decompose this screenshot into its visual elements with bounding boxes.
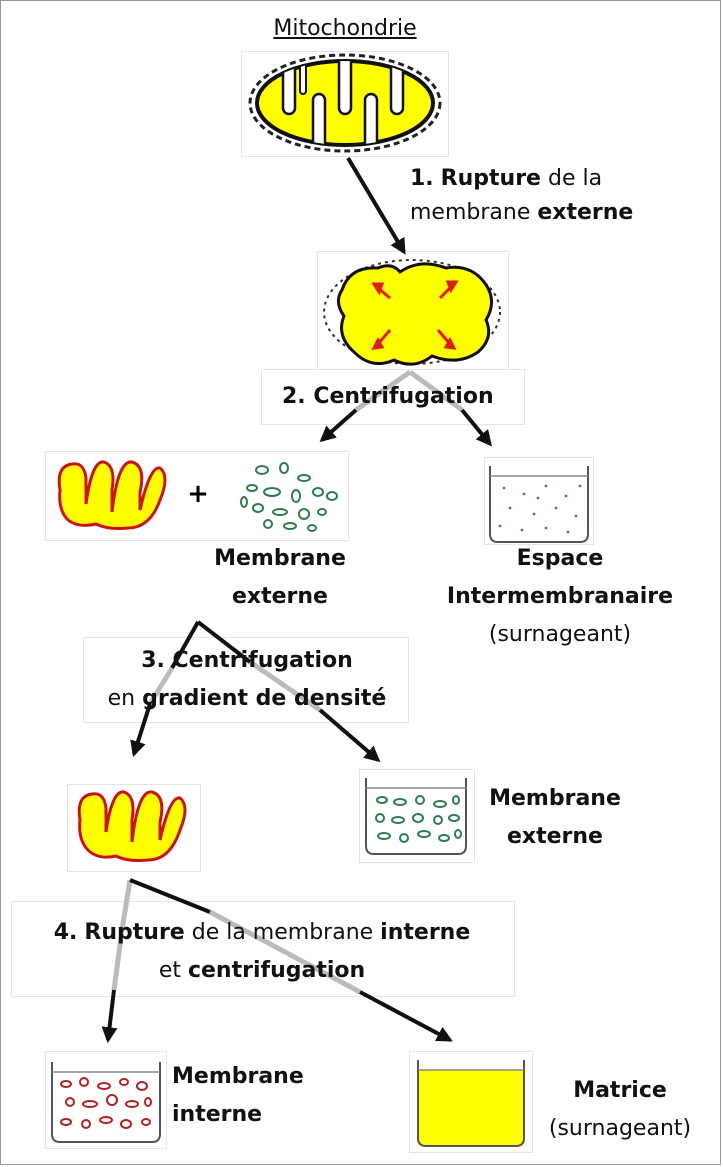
label-espace-a: Espace bbox=[516, 546, 604, 571]
arrows-step3 bbox=[130, 620, 381, 763]
mitochondrion-image bbox=[248, 53, 442, 153]
label-membrane-externe-2: Membrane externe bbox=[470, 780, 640, 856]
step3-label-panel bbox=[84, 638, 408, 722]
matrix-tube-image bbox=[417, 1060, 525, 1147]
espace-tube-image bbox=[489, 466, 589, 543]
label-membrane-externe-1-b: externe bbox=[232, 584, 328, 609]
inner-membrane-fragment-image bbox=[57, 460, 167, 530]
label-espace: Espace Intermembranaire (surnageant) bbox=[425, 540, 695, 654]
label-surnageant-1: (surnageant) bbox=[488, 622, 632, 647]
title-mitochondrie: Mitochondrie bbox=[273, 16, 417, 41]
step4-label-panel bbox=[12, 902, 514, 996]
plus-sign: + bbox=[187, 479, 209, 509]
arrows-step4 bbox=[101, 878, 453, 1044]
step4-label: 4. Rupture de la membrane interne et cen… bbox=[14, 914, 510, 990]
label-matrice-a: Matrice bbox=[573, 1078, 667, 1103]
inner-membrane-matrix-image bbox=[77, 790, 187, 862]
arrow-step1 bbox=[346, 156, 406, 255]
step3-bold: gradient de densité bbox=[142, 686, 387, 711]
step4-pre2: et bbox=[158, 958, 188, 983]
label-matrice: Matrice (surnageant) bbox=[530, 1072, 710, 1148]
label-espace-b: Intermembranaire bbox=[446, 584, 674, 609]
ruptured-mitochondrion-image bbox=[323, 259, 501, 366]
step1-bold1: Rupture bbox=[440, 166, 541, 191]
step1-num: 1. bbox=[410, 166, 434, 191]
label-membrane-externe-2-b: externe bbox=[507, 824, 603, 849]
step3-pre: en bbox=[107, 686, 143, 711]
outer-membrane-tube-image bbox=[365, 778, 467, 855]
step1-label: 1. Rupture de la membrane externe bbox=[410, 162, 633, 230]
step4-bold1: Rupture bbox=[84, 920, 185, 945]
label-membrane-interne-a: Membrane bbox=[172, 1064, 304, 1089]
step4-mid: de la membrane bbox=[184, 920, 381, 945]
step4-num: 4. bbox=[53, 920, 78, 945]
step3-line1: 3. Centrifugation bbox=[141, 648, 353, 673]
step1-mid: de la bbox=[540, 166, 603, 191]
label-membrane-externe-1: Membrane externe bbox=[190, 540, 370, 616]
label-surnageant-2: (surnageant) bbox=[548, 1116, 692, 1141]
arrows-step2 bbox=[319, 369, 493, 447]
step4-bold2: interne bbox=[380, 920, 471, 945]
step1-bold2: externe bbox=[537, 200, 634, 225]
step1-line2: membrane bbox=[410, 200, 538, 225]
label-membrane-externe-2-a: Membrane bbox=[489, 786, 621, 811]
outer-membrane-fragments-image bbox=[240, 462, 338, 532]
step2-label-panel bbox=[262, 370, 524, 424]
inner-membrane-tube-image bbox=[51, 1062, 161, 1143]
label-membrane-interne-b: interne bbox=[172, 1102, 263, 1127]
label-membrane-interne: Membrane interne bbox=[172, 1058, 304, 1134]
label-membrane-externe-1-a: Membrane bbox=[214, 546, 346, 571]
step2-label: 2. Centrifugation bbox=[282, 384, 494, 409]
step4-bold3: centrifugation bbox=[187, 958, 366, 983]
step3-label: 3. Centrifugation en gradient de densité bbox=[82, 642, 412, 718]
